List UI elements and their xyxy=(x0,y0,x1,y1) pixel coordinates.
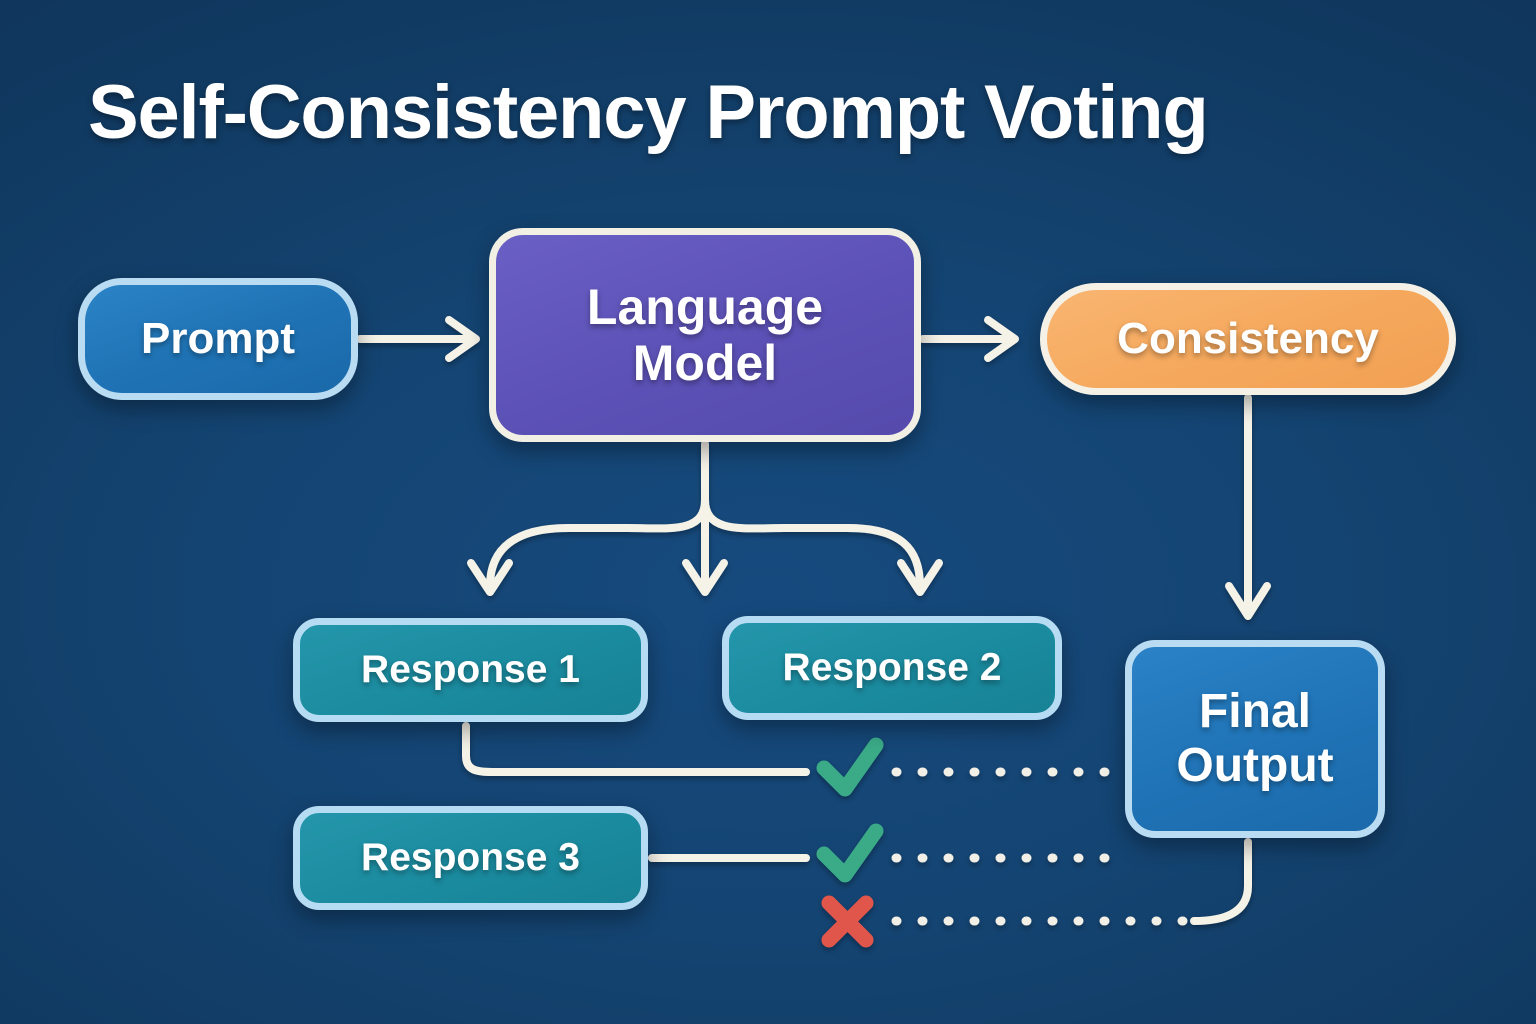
check-icon-1 xyxy=(816,737,884,797)
node-consistency[interactable]: Consistency xyxy=(1040,283,1456,395)
edge-response-1-to-check-1 xyxy=(462,722,810,776)
node-response-1-label: Response 1 xyxy=(361,648,580,692)
arrowhead-to-response-1 xyxy=(467,559,513,596)
edge-language-model-to-response-3 xyxy=(701,496,924,590)
cross-icon-1 xyxy=(821,895,874,948)
node-consistency-label: Consistency xyxy=(1117,314,1379,364)
arrowhead-prompt-to-language-model xyxy=(445,316,480,362)
node-language-model-label-line2: Model xyxy=(632,335,778,391)
node-prompt-label: Prompt xyxy=(141,314,295,364)
node-final-output-label-line1: Final xyxy=(1198,685,1311,739)
check-icon-2 xyxy=(816,823,884,883)
arrowhead-to-response-2 xyxy=(682,559,728,596)
arrowhead-consistency-to-final-output xyxy=(1225,582,1271,620)
node-prompt[interactable]: Prompt xyxy=(78,278,358,400)
node-final-output[interactable]: Final Output xyxy=(1125,640,1385,838)
node-response-3-label: Response 3 xyxy=(361,836,580,880)
node-response-2-label: Response 2 xyxy=(782,646,1002,690)
edge-cross-to-final-output xyxy=(1190,838,1252,925)
node-response-3[interactable]: Response 3 xyxy=(293,806,648,910)
edge-language-model-to-response-1 xyxy=(486,496,709,590)
node-response-1[interactable]: Response 1 xyxy=(293,618,648,722)
node-response-2[interactable]: Response 2 xyxy=(722,616,1062,720)
node-final-output-label: Final Output xyxy=(1176,685,1333,793)
arrowhead-language-model-to-consistency xyxy=(984,316,1019,362)
page-title: Self-Consistency Prompt Voting xyxy=(88,70,1209,155)
node-final-output-label-line2: Output xyxy=(1176,739,1334,792)
arrowhead-to-response-3 xyxy=(897,559,943,596)
node-language-model[interactable]: Language Model xyxy=(489,228,921,442)
node-language-model-label-line1: Language xyxy=(586,279,824,335)
node-language-model-label: Language Model xyxy=(587,279,823,391)
